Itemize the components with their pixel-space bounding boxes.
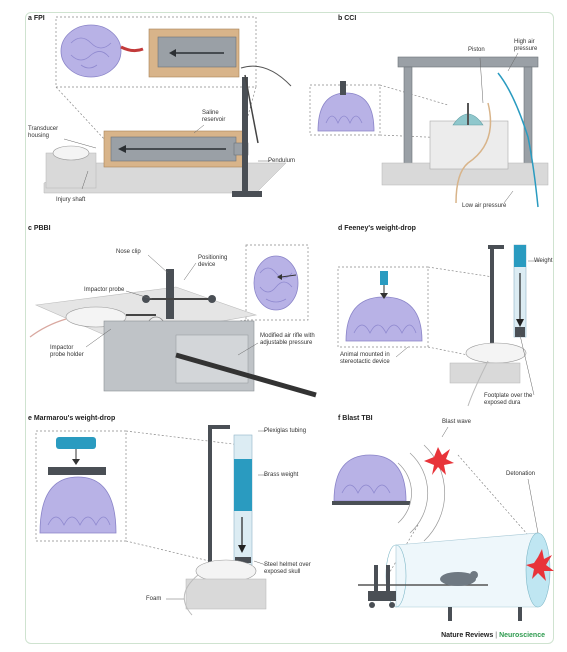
label-positioning-device: Positioning device	[198, 255, 243, 269]
label-detonation: Detonation	[506, 471, 535, 478]
panel-c-pbbi: c PBBI	[26, 225, 331, 410]
label-steel-helmet: Steel helmet over exposed skull	[264, 562, 330, 576]
panel-e-marmarou: e Marmarou's weight-drop	[26, 415, 331, 625]
label-footplate: Footplate over the exposed dura	[484, 393, 554, 407]
figure-card: a FPI	[25, 12, 554, 644]
label-blast-wave: Blast wave	[442, 419, 471, 426]
panel-e-illustration	[26, 415, 331, 625]
label-impactor-probe-holder: Impactor probe holder	[50, 345, 100, 359]
label-saline-reservoir: Saline reservoir	[202, 110, 247, 124]
credit-journal-prefix: Nature Reviews	[441, 632, 493, 639]
label-low-air-pressure: Low air pressure	[462, 203, 506, 210]
panel-b-cci: b CCI Piston High air pressur	[338, 13, 548, 218]
label-injury-shaft: Injury shaft	[56, 197, 85, 204]
label-animal-mounted: Animal mounted in stereotactic device	[340, 352, 415, 366]
panel-c-brain-inset	[254, 256, 298, 310]
label-impactor-probe: Impactor probe	[84, 287, 124, 294]
label-pendulum: Pendulum	[268, 158, 295, 165]
label-foam: Foam	[146, 596, 161, 603]
credit-journal-name: Neuroscience	[499, 632, 545, 639]
label-nose-clip: Nose clip	[116, 249, 141, 256]
panel-d-feeney: d Feeney's weight-drop	[338, 225, 553, 410]
publisher-credit: Nature Reviews|Neuroscience	[441, 632, 545, 639]
label-piston: Piston	[468, 47, 485, 54]
panel-a-brain-inset	[61, 25, 143, 77]
panel-d-illustration	[338, 225, 553, 410]
panel-c-illustration	[26, 225, 331, 410]
label-modified-air-rifle: Modified air rifle with adjustable press…	[260, 333, 340, 347]
credit-separator: |	[495, 632, 497, 639]
label-brass-weight: Brass weight	[264, 472, 298, 479]
panel-a-illustration	[26, 13, 286, 218]
label-plexiglas-tubing: Plexiglas tubing	[264, 428, 306, 435]
panel-f-blast: f Blast TBI	[338, 415, 553, 625]
label-high-air-pressure: High air pressure	[514, 39, 554, 53]
panel-b-brain-inset	[318, 81, 374, 131]
panel-d-brain-inset	[346, 271, 422, 341]
panel-e-brain-inset	[40, 437, 116, 533]
panel-f-illustration	[338, 415, 553, 625]
panel-f-brain-inset	[332, 445, 454, 541]
panel-a-fpi: a FPI	[26, 13, 286, 218]
label-weight: Weight	[534, 258, 553, 265]
label-transducer-housing: Transducer housing	[28, 126, 73, 140]
